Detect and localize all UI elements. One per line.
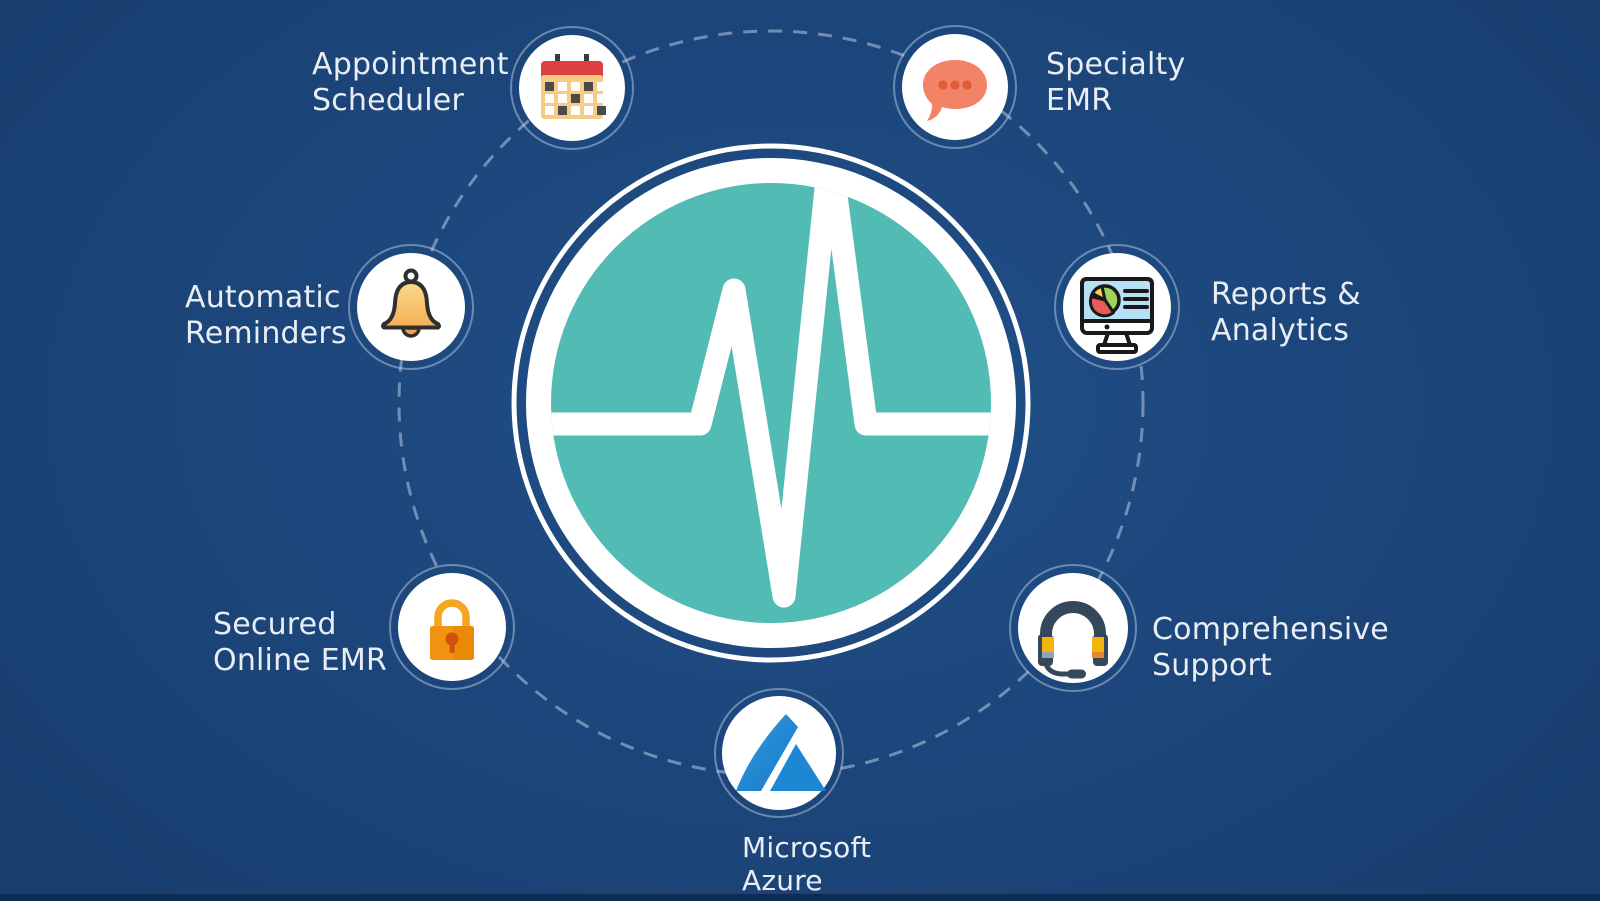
feature-node-comprehensive-support: [1009, 564, 1137, 692]
label-line: Online EMR: [213, 643, 387, 678]
label-line: Analytics: [1211, 313, 1350, 348]
label-line: Microsoft: [742, 831, 872, 864]
feature-node-specialty-emr: [893, 25, 1017, 149]
azure-logo-icon: [736, 714, 826, 791]
padlock-icon: [430, 599, 474, 660]
label-line: Secured: [213, 607, 337, 642]
feature-node-reports-analytics: [1054, 244, 1180, 370]
label-specialty-emr: Specialty EMR: [1046, 47, 1185, 119]
feature-node-secured-online-emr: [389, 564, 515, 690]
label-line: Specialty: [1046, 47, 1186, 82]
label-automatic-reminders: Automatic Reminders: [185, 280, 347, 352]
label-line: Appointment: [312, 47, 509, 82]
label-line: EMR: [1046, 83, 1113, 118]
label-microsoft-azure: Microsoft Azure: [742, 831, 871, 897]
label-line: Reports &: [1211, 277, 1361, 312]
feature-node-microsoft-azure: [714, 688, 844, 818]
feature-node-appointment-scheduler: [510, 26, 634, 150]
pulse-ekg-logo: [511, 143, 1031, 663]
label-line: Automatic: [185, 280, 341, 315]
label-line: Azure: [742, 864, 823, 897]
label-comprehensive-support: Comprehensive Support: [1152, 612, 1389, 684]
label-secured-online-emr: Secured Online EMR: [213, 607, 387, 679]
chat-bubble-icon: [923, 60, 987, 121]
label-line: Reminders: [185, 316, 347, 351]
label-reports-analytics: Reports & Analytics: [1211, 277, 1361, 349]
label-appointment-scheduler: Appointment Scheduler: [312, 47, 509, 119]
label-line: Comprehensive: [1152, 612, 1389, 647]
label-line: Support: [1152, 648, 1272, 683]
calendar-icon: [541, 54, 606, 119]
bell-icon: [381, 268, 441, 338]
bottom-dark-strip: [0, 894, 1600, 901]
analytics-monitor-icon: [1080, 277, 1154, 354]
label-line: Scheduler: [312, 83, 464, 118]
feature-node-automatic-reminders: [348, 244, 474, 370]
headset-icon: [1038, 601, 1108, 679]
